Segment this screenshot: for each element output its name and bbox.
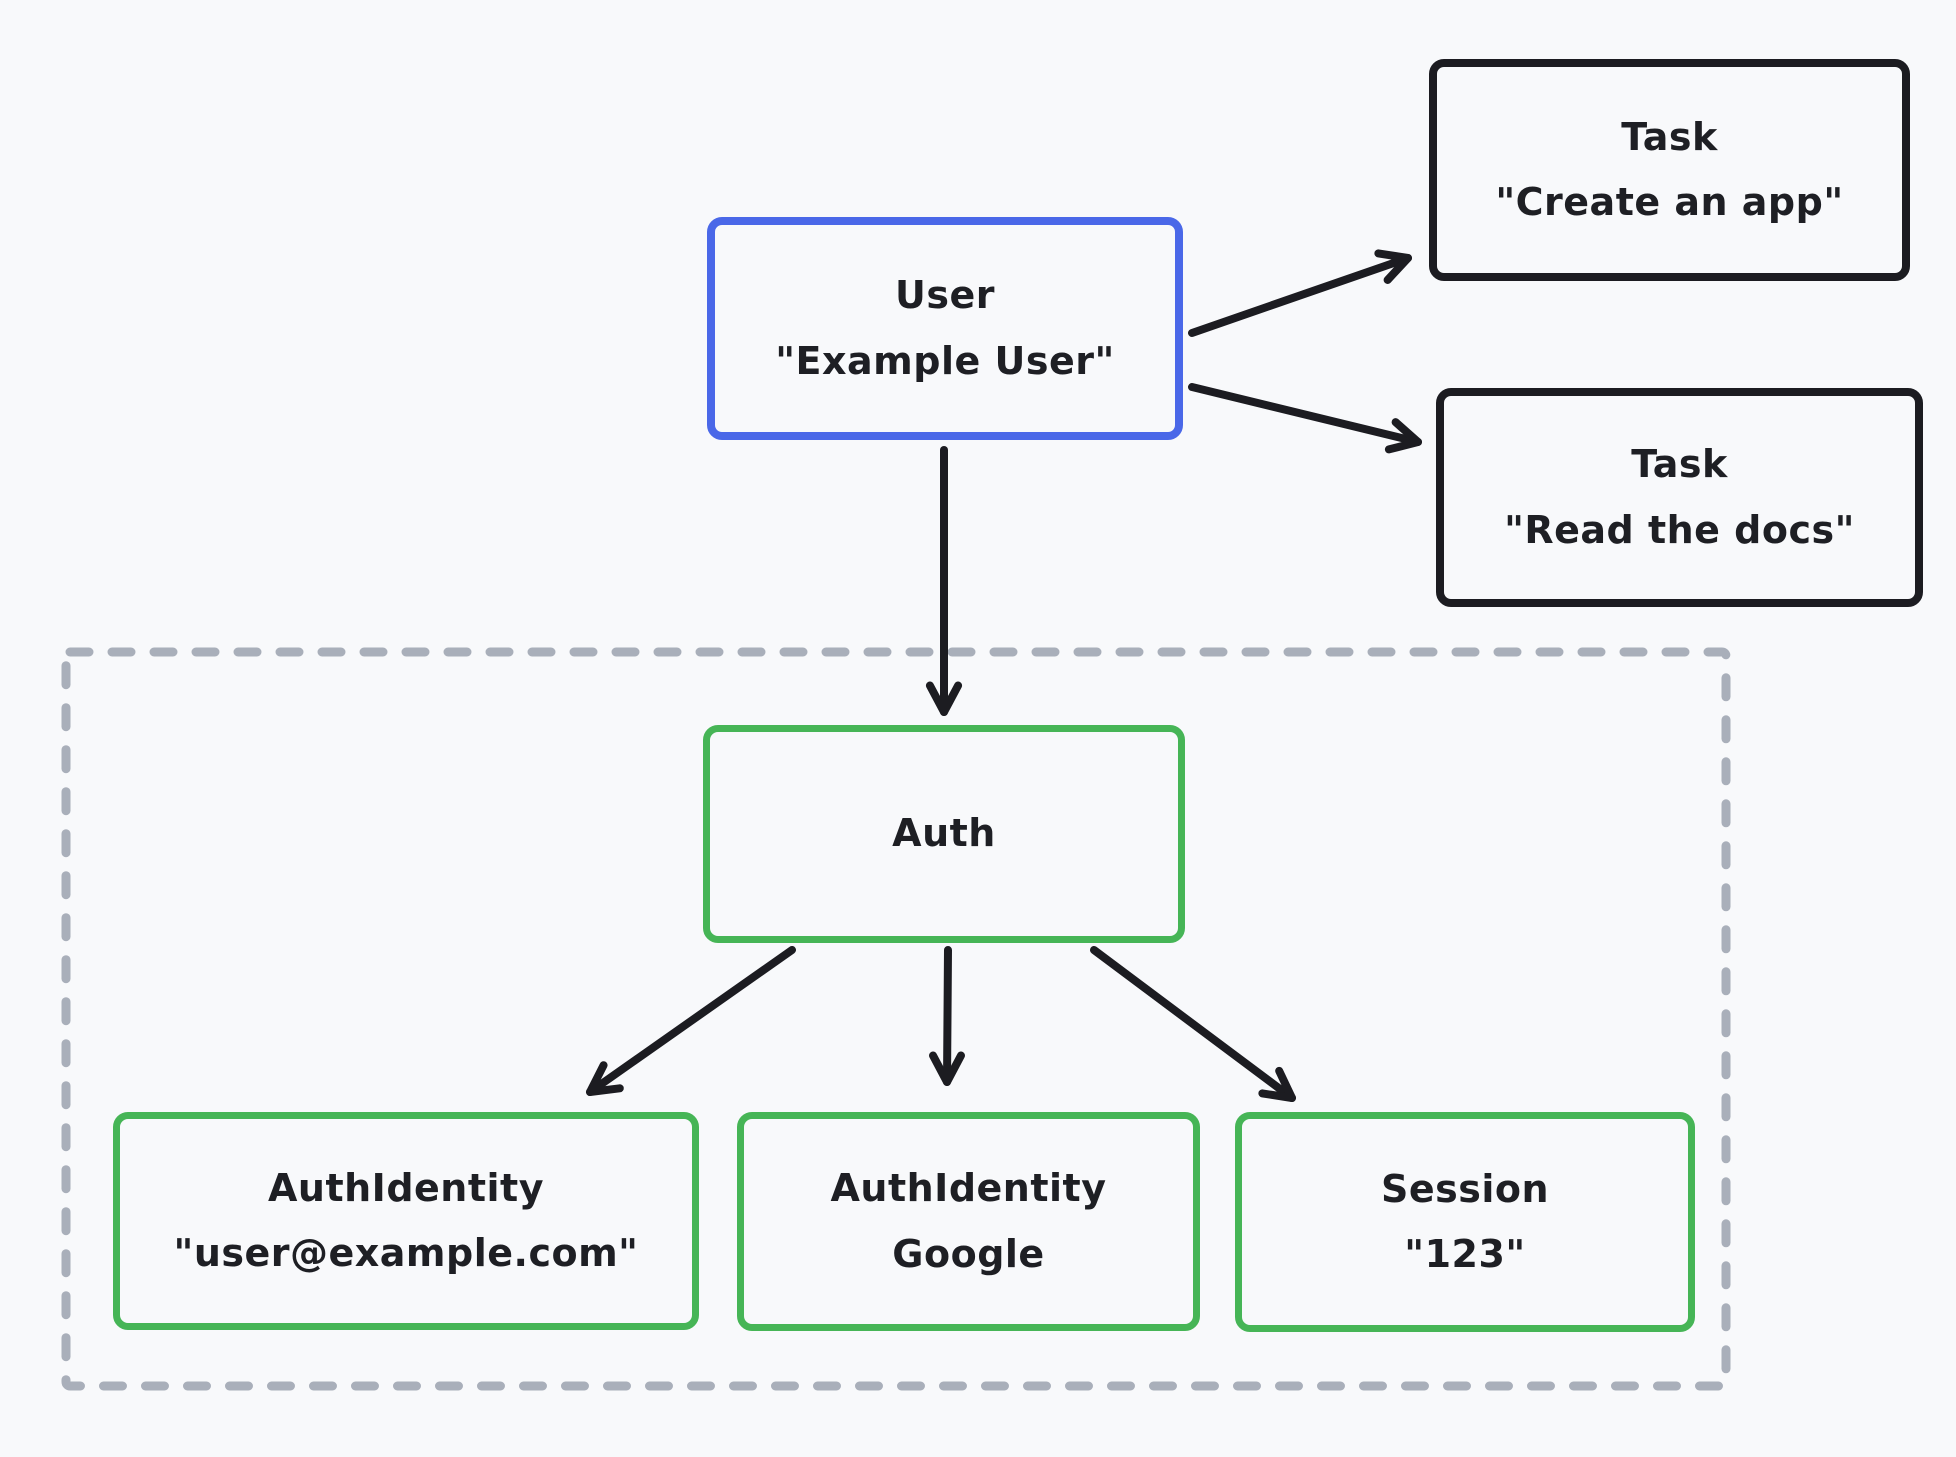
node-session-subtitle: "123" (1404, 1232, 1526, 1276)
node-task-read: Task "Read the docs" (1436, 388, 1923, 607)
arrow-user-to-task-read (1188, 383, 1422, 454)
node-task-read-subtitle: "Read the docs" (1504, 507, 1855, 552)
node-auth-identity-email-title: AuthIdentity (268, 1165, 544, 1210)
arrow-user-to-auth (925, 446, 963, 716)
node-session-title: Session (1380, 1166, 1550, 1211)
node-auth-identity-google-subtitle: Google (892, 1231, 1045, 1276)
arrow-auth-to-auth-identity-email (586, 946, 796, 1096)
node-auth-identity-email: AuthIdentity "user@example.com" (113, 1112, 699, 1330)
arrow-user-to-task-create (1188, 249, 1412, 337)
node-user-title: User (895, 273, 995, 318)
node-auth-identity-google: AuthIdentity Google (737, 1112, 1200, 1331)
node-task-create-subtitle: "Create an app" (1495, 180, 1844, 224)
node-task-create-title: Task (1621, 114, 1718, 159)
arrow-auth-to-session (1090, 946, 1296, 1102)
node-auth-title: Auth (892, 811, 996, 856)
node-session: Session "123" (1235, 1112, 1695, 1332)
node-task-read-title: Task (1631, 442, 1728, 487)
node-auth: Auth (703, 725, 1185, 943)
node-user-subtitle: "Example User" (775, 338, 1115, 383)
node-user: User "Example User" (707, 217, 1183, 440)
node-auth-identity-google-title: AuthIdentity (830, 1166, 1107, 1211)
node-task-create: Task "Create an app" (1429, 59, 1910, 281)
arrow-auth-to-auth-identity-google (929, 946, 965, 1086)
node-auth-identity-email-subtitle: "user@example.com" (173, 1231, 639, 1275)
